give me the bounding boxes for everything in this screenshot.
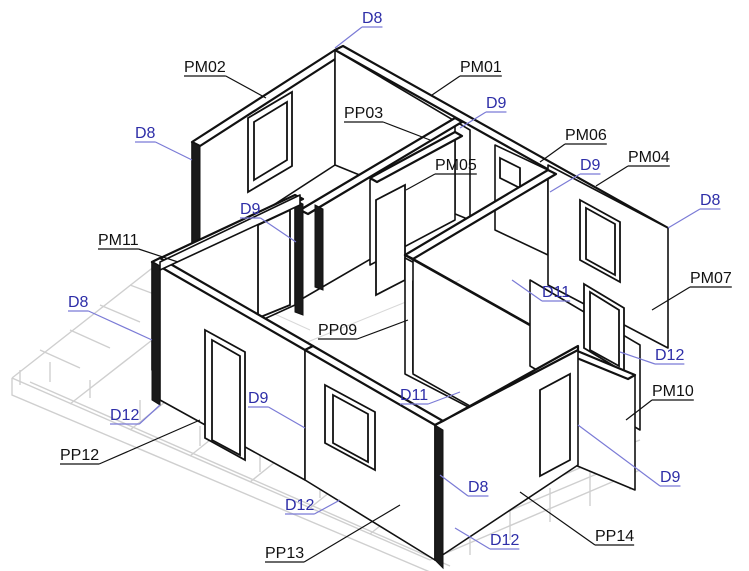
label-joint-d8-right: D8	[700, 192, 721, 209]
leader-label-pm07	[651, 286, 732, 311]
leader-label-joint-d9-pm01	[459, 111, 507, 129]
leader-label-joint-d8-bottom	[439, 474, 489, 497]
leader-label-joint-d9-center	[240, 217, 297, 243]
wall-pm05	[368, 130, 464, 297]
label-joint-d12-bottom: D12	[490, 532, 519, 549]
label-joint-d8-bottom: D8	[468, 479, 489, 496]
label-joint-d12-right: D12	[655, 347, 684, 364]
leader-label-joint-d11-lower	[400, 391, 461, 405]
label-pm04: PM04	[628, 149, 670, 166]
wall-pm11-front	[159, 194, 301, 271]
leader-label-joint-d9-bottom-right	[577, 424, 681, 487]
label-joint-d8-left: D8	[135, 125, 156, 142]
leader-label-pm10	[625, 399, 694, 421]
label-pm02: PM02	[184, 59, 226, 76]
leader-label-pm01	[431, 75, 502, 96]
label-joint-d12-left: D12	[110, 407, 139, 424]
leader-label-joint-d9-pp12	[248, 406, 306, 429]
leader-label-joint-d12-bottom-mid	[285, 499, 341, 515]
label-joint-d11-lower: D11	[400, 387, 428, 404]
label-pp12: PP12	[60, 447, 99, 464]
leader-label-pm06	[539, 143, 607, 163]
leader-label-joint-d8-left	[135, 141, 193, 161]
leader-label-pp09	[318, 319, 409, 340]
label-pm07: PM07	[690, 270, 732, 287]
leader-label-joint-d12-left	[110, 404, 161, 425]
label-joint-d9-center: D9	[240, 201, 261, 218]
label-pp13: PP13	[265, 545, 304, 562]
label-pp14: PP14	[595, 528, 634, 545]
leader-label-joint-d8-top	[334, 26, 383, 49]
wall-pp14	[433, 344, 580, 570]
label-joint-d8-mid-left: D8	[68, 294, 89, 311]
wall-pm04	[547, 164, 669, 349]
label-joint-d8-top: D8	[362, 10, 383, 27]
label-joint-d9-pm06: D9	[580, 157, 601, 174]
leader-label-joint-d8-mid-left	[68, 310, 153, 341]
callout-labels: PM01 PM02 PP03 PM04 PM05 PM06 PM07 PP09 …	[60, 10, 732, 562]
leader-label-pp03	[344, 121, 431, 141]
leader-label-joint-d9-pm06	[549, 173, 601, 193]
label-pm01: PM01	[460, 59, 502, 76]
leader-label-pm04	[595, 165, 670, 187]
label-joint-d9-pp12: D9	[248, 390, 269, 407]
wall-pm02	[190, 48, 345, 261]
leader-label-joint-d12-bottom	[454, 527, 520, 550]
label-pm06: PM06	[565, 127, 607, 144]
leader-label-pm05	[405, 173, 477, 191]
label-joint-d12-bottom-mid: D12	[285, 497, 314, 514]
leader-label-pp14	[519, 491, 635, 546]
label-pm10: PM10	[652, 383, 694, 400]
label-joint-d9-pm01: D9	[486, 95, 507, 112]
leader-label-pm02	[184, 75, 267, 99]
label-pm05: PM05	[435, 157, 477, 174]
label-pm11: PM11	[98, 232, 139, 249]
leader-label-pp12	[60, 419, 201, 465]
label-joint-d9-bottom-right: D9	[660, 469, 681, 486]
label-pp03: PP03	[344, 105, 383, 122]
leader-label-pp13	[265, 504, 401, 563]
leader-label-joint-d8-right	[667, 208, 721, 229]
leader-label-joint-d11-upper	[511, 279, 571, 302]
leader-label-joint-d12-right	[619, 351, 685, 365]
leader-label-pm11	[98, 248, 179, 263]
label-pp09: PP09	[318, 322, 357, 339]
label-joint-d11-upper: D11	[542, 284, 570, 301]
leader-lines	[60, 26, 732, 563]
wall-pp12	[150, 256, 315, 481]
